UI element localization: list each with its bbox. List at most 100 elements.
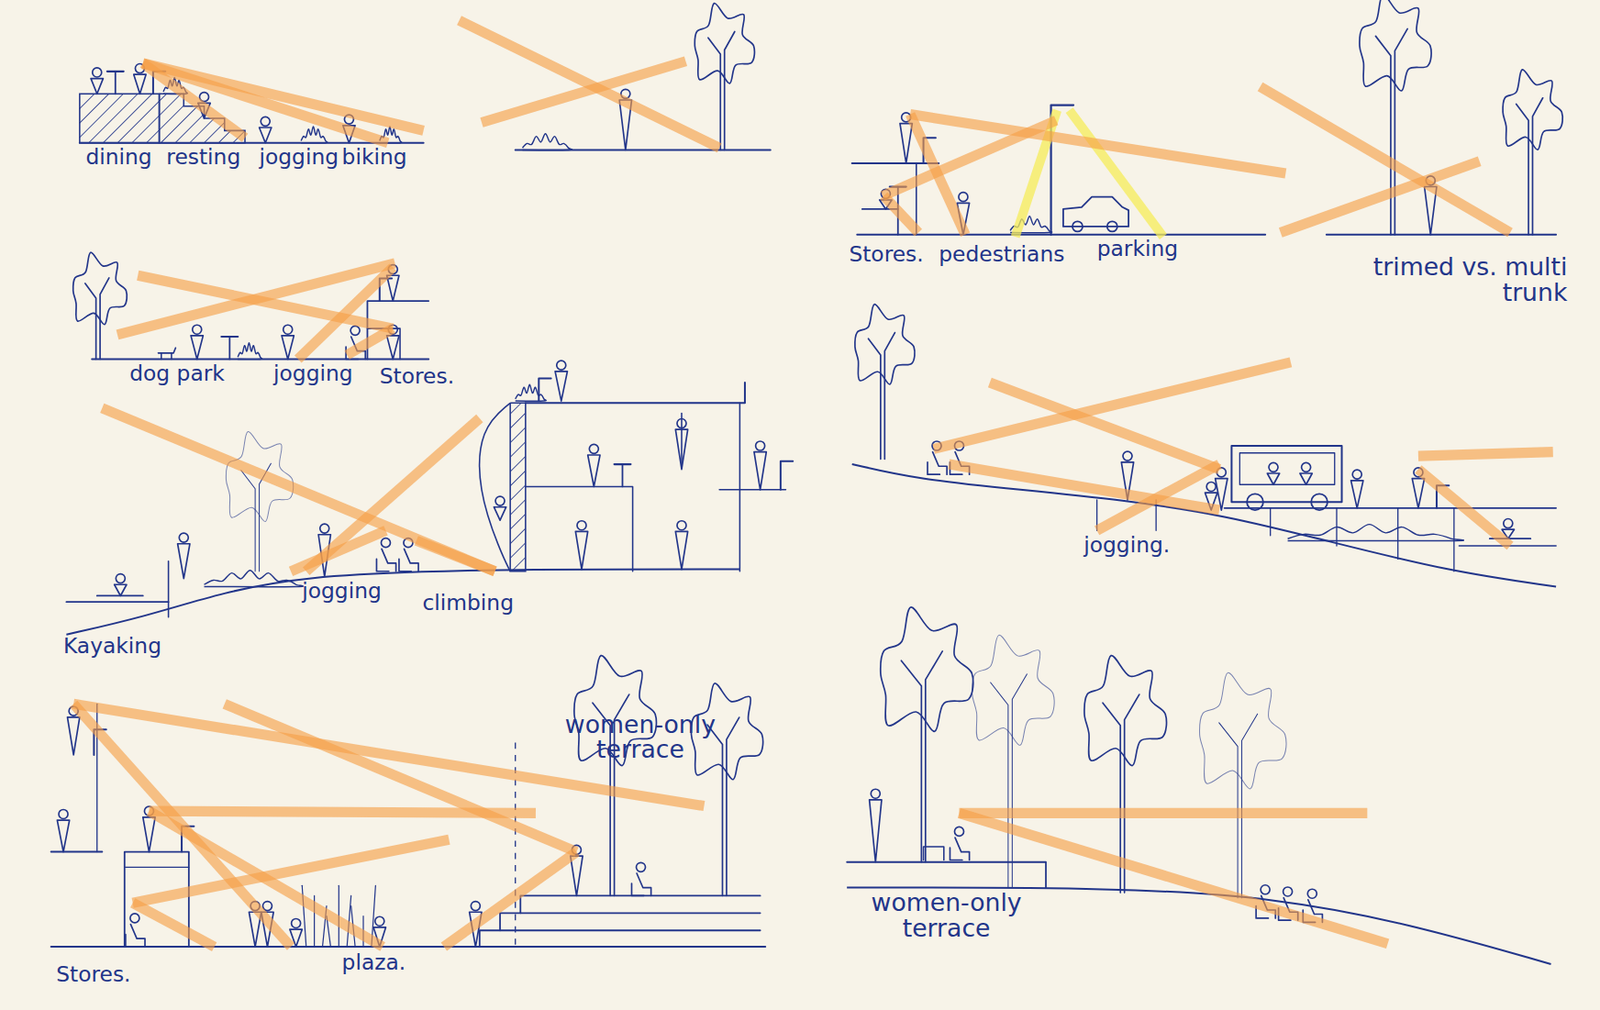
hatched-platform [79, 93, 160, 143]
section-label: Stores. [55, 963, 131, 987]
terrace-step [520, 895, 760, 913]
person-body [281, 335, 294, 360]
person-body [636, 873, 652, 896]
person-body [143, 817, 156, 853]
sight-line [346, 328, 393, 356]
section-label: women-only terrace [551, 711, 731, 764]
person-head [556, 360, 567, 370]
person-head [577, 521, 587, 531]
tree-canopy [972, 634, 1056, 745]
section-label: biking [342, 145, 408, 169]
section-label: women-only terrace [846, 890, 1046, 943]
person-body [493, 507, 506, 521]
person-head [1283, 887, 1293, 897]
person-head [1260, 885, 1270, 895]
person-body [675, 531, 688, 569]
person-body [900, 123, 912, 164]
person-body [259, 127, 272, 144]
person-body [675, 429, 688, 469]
tree-canopy [1200, 672, 1287, 789]
person-head [1503, 519, 1513, 529]
person-body [66, 717, 79, 756]
tree-trunk [724, 31, 735, 150]
person-body [130, 924, 145, 947]
dog [157, 347, 176, 354]
ground-line [66, 569, 740, 635]
person-head [58, 809, 68, 819]
person-body [1266, 473, 1279, 485]
water-line [66, 600, 168, 603]
tree-canopy [1084, 655, 1167, 767]
stair-step [862, 209, 899, 235]
tree-trunk [925, 651, 943, 863]
person-body [387, 335, 400, 360]
section-label: pedestrians [938, 243, 1065, 267]
rock-face [479, 402, 511, 572]
pier-post [1397, 508, 1399, 560]
section-label: trimed vs. multi trunk [1322, 255, 1567, 307]
sight-line [958, 812, 1388, 944]
seat [125, 934, 138, 947]
tree-trunk [708, 37, 721, 150]
lamp-post [538, 378, 551, 401]
shrub [204, 570, 304, 588]
person-head [1268, 462, 1278, 472]
person-body [933, 452, 948, 475]
sight-line [1097, 464, 1220, 531]
tree-trunk [1242, 713, 1258, 899]
person-head [958, 192, 968, 202]
light-beam [1069, 110, 1164, 237]
person-body [555, 371, 567, 401]
tree-trunk [900, 660, 922, 863]
section-label: dining [85, 145, 152, 169]
person-head [192, 324, 202, 334]
upper-level [852, 162, 940, 165]
tree-trunk [868, 338, 881, 459]
tree-trunk [1516, 103, 1529, 234]
dog [160, 353, 163, 360]
car-wheel [1107, 221, 1118, 232]
person-body [403, 548, 419, 571]
person-body [570, 855, 583, 896]
person-head [262, 901, 272, 912]
person-head [870, 788, 880, 799]
shrub [300, 126, 328, 144]
person-body [1351, 480, 1364, 509]
person-body [575, 531, 588, 569]
food-truck [1231, 445, 1342, 502]
tree-canopy [880, 607, 974, 732]
ground-line [852, 464, 1556, 587]
seat [632, 883, 645, 896]
tree-trunk [884, 333, 895, 460]
sight-line [1260, 87, 1511, 234]
tree-trunk [990, 682, 1009, 889]
sight-line [933, 362, 1291, 450]
tree-trunk [85, 283, 97, 360]
sight-line [1418, 452, 1554, 456]
person-head [677, 419, 687, 429]
sight-line [958, 808, 1367, 819]
person-body [381, 548, 397, 571]
person-body [90, 78, 103, 95]
tree-trunk [241, 470, 256, 572]
section-label: plaza. [342, 951, 407, 975]
car-wheel [1072, 221, 1083, 232]
person-head [92, 67, 102, 78]
section-label: jogging [301, 579, 382, 603]
sight-line [290, 530, 386, 571]
person-head [495, 496, 505, 506]
tree-trunk [726, 717, 740, 896]
sight-line [143, 63, 389, 144]
person-body [114, 584, 127, 596]
boardwalk [1224, 507, 1556, 510]
sight-line [882, 120, 1056, 196]
terrace-step [500, 912, 761, 931]
section-label: climbing [422, 591, 514, 615]
sight-line [883, 196, 919, 234]
sight-line [481, 61, 686, 123]
tree-trunk [1011, 674, 1027, 889]
shrub [237, 343, 262, 360]
person-body [56, 820, 69, 852]
person-body [133, 74, 146, 94]
